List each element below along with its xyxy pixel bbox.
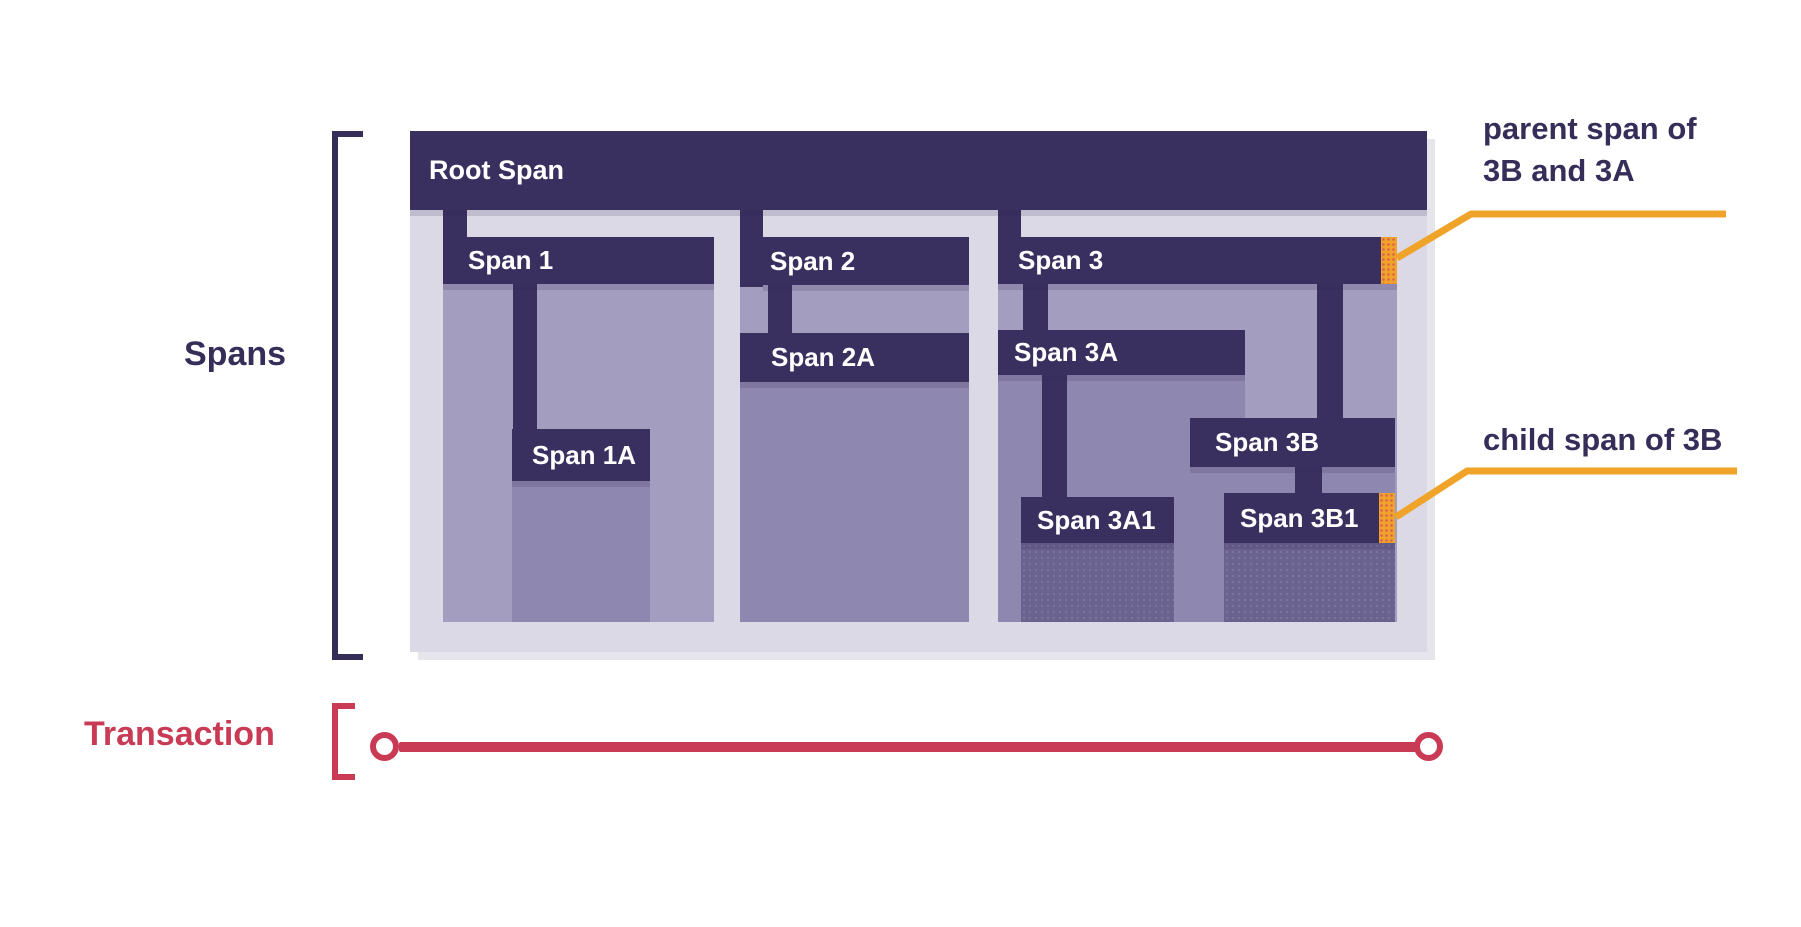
connector-span1-to-span1a xyxy=(513,284,537,430)
span3a1-bar: Span 3A1 xyxy=(1021,497,1174,543)
transaction-bracket-top-tick xyxy=(332,703,355,709)
parent-span-highlight xyxy=(1381,237,1397,284)
span2-label: Span 2 xyxy=(770,245,856,276)
span3b1-label: Span 3B1 xyxy=(1240,502,1359,533)
span3-bar: Span 3 xyxy=(998,237,1397,284)
span2-bar: Span 2 xyxy=(763,237,969,285)
timeline-end-circle xyxy=(1414,732,1443,761)
transaction-bracket-bottom-tick xyxy=(332,774,355,780)
span3-label: Span 3 xyxy=(1018,245,1104,275)
span3b-bar: Span 3B xyxy=(1190,418,1395,467)
spans-bracket-bottom-tick xyxy=(332,654,363,660)
connector-root-to-span2 xyxy=(740,210,763,287)
child-span-annotation: child span of 3B xyxy=(1483,422,1723,457)
transaction-bracket xyxy=(332,703,338,780)
timeline-start-circle xyxy=(370,732,399,761)
span3a1-label: Span 3A1 xyxy=(1037,504,1156,535)
child-span-callout-line xyxy=(1394,467,1737,520)
span3a-label: Span 3A xyxy=(1014,337,1119,367)
connector-span2-to-span2a xyxy=(768,285,792,334)
span3b-duration-fill xyxy=(1190,467,1395,493)
span1a-bar: Span 1A xyxy=(512,429,650,481)
span1-label: Span 1 xyxy=(468,245,554,275)
spans-label: Spans xyxy=(184,335,287,373)
parent-span-callout-line xyxy=(1395,210,1726,262)
span2a-bar: Span 2A xyxy=(740,333,969,382)
parent-span-annotation: parent span of 3B and 3A xyxy=(1483,111,1697,188)
span3a1-duration-fill xyxy=(1021,543,1174,622)
connector-span3a-to-span3a1 xyxy=(1042,375,1067,498)
span1a-duration-fill xyxy=(512,481,650,622)
spans-bracket xyxy=(332,131,338,660)
transaction-timeline xyxy=(399,742,1416,752)
spans-bracket-top-tick xyxy=(332,131,363,137)
root-span-label: Root Span xyxy=(429,155,564,185)
span1-bar: Span 1 xyxy=(443,237,714,284)
span3a-bar: Span 3A xyxy=(998,330,1245,375)
span1a-label: Span 1A xyxy=(532,439,637,470)
child-span-highlight xyxy=(1379,493,1395,543)
connector-span3-to-span3b xyxy=(1317,284,1343,419)
span2a-duration-fill xyxy=(740,382,969,622)
span2a-label: Span 2A xyxy=(771,342,876,372)
transaction-label: Transaction xyxy=(84,715,275,753)
span3b1-bar: Span 3B1 xyxy=(1224,493,1395,543)
root-span-bar: Root Span xyxy=(410,131,1427,210)
span3b-label: Span 3B xyxy=(1215,427,1320,457)
span3b1-duration-fill xyxy=(1224,543,1395,622)
connector-span3-to-span3a xyxy=(1023,284,1048,331)
connector-span3b-to-span3b1 xyxy=(1295,467,1322,494)
